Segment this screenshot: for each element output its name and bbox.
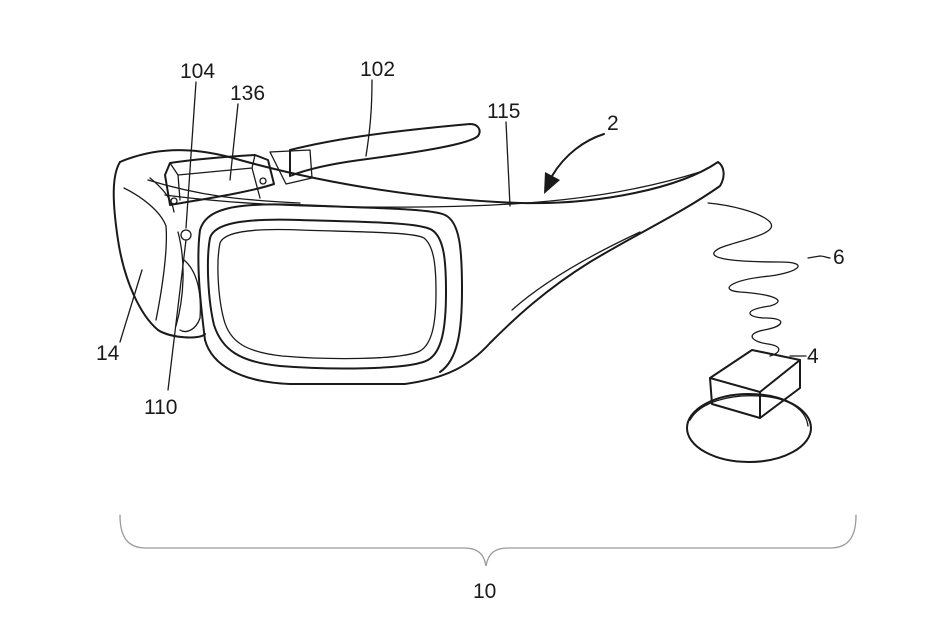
label-temple: 102 (360, 58, 395, 81)
label-system: 10 (473, 580, 496, 603)
label-lens: 14 (96, 342, 120, 365)
label-frame: 2 (607, 112, 619, 135)
eyeglass-frame (112, 149, 725, 385)
temple-unit (164, 123, 481, 206)
system-brace (119, 514, 857, 567)
leader-lines (119, 79, 831, 391)
label-microphone: 110 (144, 396, 177, 419)
label-camera: 136 (230, 82, 265, 105)
label-top-line: 115 (487, 100, 520, 123)
label-nose-bridge: 104 (180, 60, 215, 83)
label-wire: 6 (833, 246, 845, 269)
label-processing-unit: 4 (807, 345, 819, 368)
connecting-wire (707, 202, 799, 357)
microphone-hole (180, 229, 192, 241)
processing-unit (686, 349, 812, 463)
frame-arrow (544, 133, 605, 194)
